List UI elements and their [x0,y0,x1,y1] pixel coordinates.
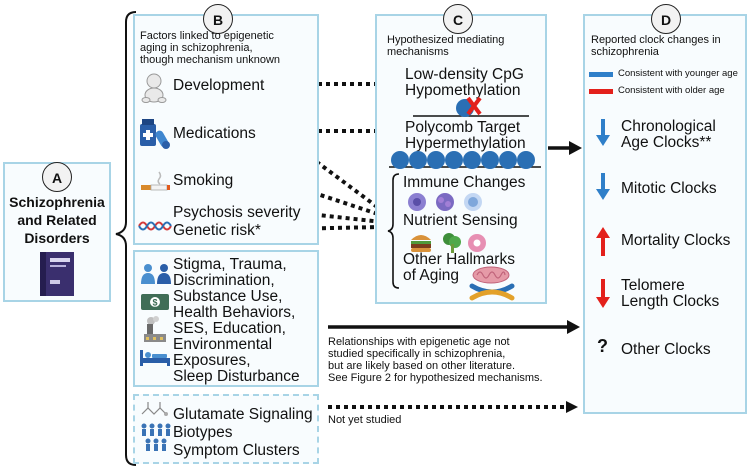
other-item-7: Exposures, [173,352,251,369]
panel-d-letter: D [651,4,681,34]
legend-younger-swatch [589,72,613,77]
relationships-line4: See Figure 2 for hypothesized mechanisms… [328,372,543,384]
b-item-medications: Medications [173,125,256,142]
panel-a-title-line3: Disorders [24,230,90,246]
clock-arrows [596,119,610,308]
panel-unstudied: Glutamate Signaling Biotypes Symptom Clu… [133,394,319,464]
b-item-genetic: Genetic risk* [173,222,261,239]
panel-a-title-line2: and Related [17,212,97,228]
arrow-down-blue-1 [596,119,610,146]
panel-a-letter: A [42,162,72,192]
relationships-line2: studied specifically in schizophrenia, [328,348,506,360]
other-item-5: SES, Education, [173,320,286,337]
legend-older-label: Consistent with older age [618,85,725,96]
panel-d-header-line1: Reported clock changes in [591,34,721,46]
panel-d-header-line2: schizophrenia [591,46,659,58]
c-mech4: Nutrient Sensing [403,212,518,229]
book-icon [38,250,78,303]
not-yet-studied-label: Not yet studied [328,414,402,426]
cigarette-icon [139,170,171,197]
clock2: Mitotic Clocks [621,180,717,197]
panel-c-letter: C [443,4,473,34]
nucleosome-hypo-icon [405,95,537,126]
c-mech5-line1: Other Hallmarks [403,251,515,268]
panel-b-header-line2: aging in schizophrenia, [140,42,253,54]
legend-older-swatch [589,89,613,94]
arrow-medications-immune [276,131,386,214]
other-item-4: Health Behaviors, [173,304,296,321]
molecule-icon [139,400,173,425]
arrow-down-red [596,279,610,308]
mitochondria-icon [471,265,511,290]
group-icon [138,422,174,461]
panel-c-header-line2: mechanisms [387,46,449,58]
unstudied-item-1: Glutamate Signaling [173,406,313,423]
clock4-line2: Length Clocks [621,293,720,310]
relationships-line3: but are likely based on other literature… [328,360,516,372]
clock1-line1: Chronological [621,118,716,135]
c-mech5-line2: of Aging [403,267,460,284]
money-icon: $ [140,293,170,316]
panel-b: B Factors linked to epigenetic aging in … [133,4,319,245]
bed-icon [139,348,171,373]
clock1-line2: Age Clocks** [621,134,712,151]
other-item-2: Discrimination, [173,272,275,289]
dna-icon [138,219,172,238]
chromosome-icon [469,282,515,307]
c-mech1-line2: Hypomethylation [405,82,521,99]
c-mech2-line2: Hypermethylation [405,135,526,152]
panel-other-factors: $ Stigma, Trauma, Discrimination, Substa… [133,250,319,387]
other-item-3: Substance Use, [173,288,283,305]
c-mech2-line1: Polycomb Target [405,119,521,136]
baby-icon [139,72,169,109]
unstudied-item-3: Symptom Clusters [173,442,300,459]
c-mech3: Immune Changes [403,174,526,191]
panel-a: A Schizophrenia and Related Disorders [3,162,111,302]
people-icon [139,262,173,291]
left-brace [115,11,137,466]
arrow-up-red [596,227,610,256]
other-item-6: Environmental [173,336,273,353]
inner-brace [387,172,401,295]
panel-c: C Hypothesized mediating mechanisms Low-… [375,4,547,307]
legend-younger-label: Consistent with younger age [618,68,738,79]
other-item-8: Sleep Disturbance [173,368,300,385]
medication-icon [138,116,172,155]
b-item-psychosis: Psychosis severity [173,204,301,221]
arrow-down-blue-2 [596,173,610,200]
panel-d: D Reported clock changes in schizophreni… [583,4,747,414]
b-item-development: Development [173,77,265,94]
question-mark-icon: ? [597,336,608,356]
other-item-1: Stigma, Trauma, [173,256,287,273]
relationships-line1: Relationships with epigenetic age not [328,336,510,348]
panel-a-title-line1: Schizophrenia [9,194,105,210]
food-icon [409,230,521,259]
b-item-smoking: Smoking [173,172,234,189]
clock3: Mortality Clocks [621,232,731,249]
svg-text:$: $ [152,298,157,308]
panel-b-letter: B [203,4,233,34]
clock5: Other Clocks [621,341,711,358]
unstudied-item-2: Biotypes [173,424,233,441]
panel-b-header-line1: Factors linked to epigenetic [140,30,274,42]
panel-b-header-line3: though mechanism unknown [140,54,281,66]
c-mech1-line1: Low-density CpG [405,66,524,83]
clock4-line1: Telomere [621,277,685,294]
panel-c-header-line1: Hypothesized mediating [387,34,505,46]
nucleosome-hyper-icon [387,149,543,176]
factory-icon [141,316,169,349]
immune-cells-icon [405,191,515,218]
